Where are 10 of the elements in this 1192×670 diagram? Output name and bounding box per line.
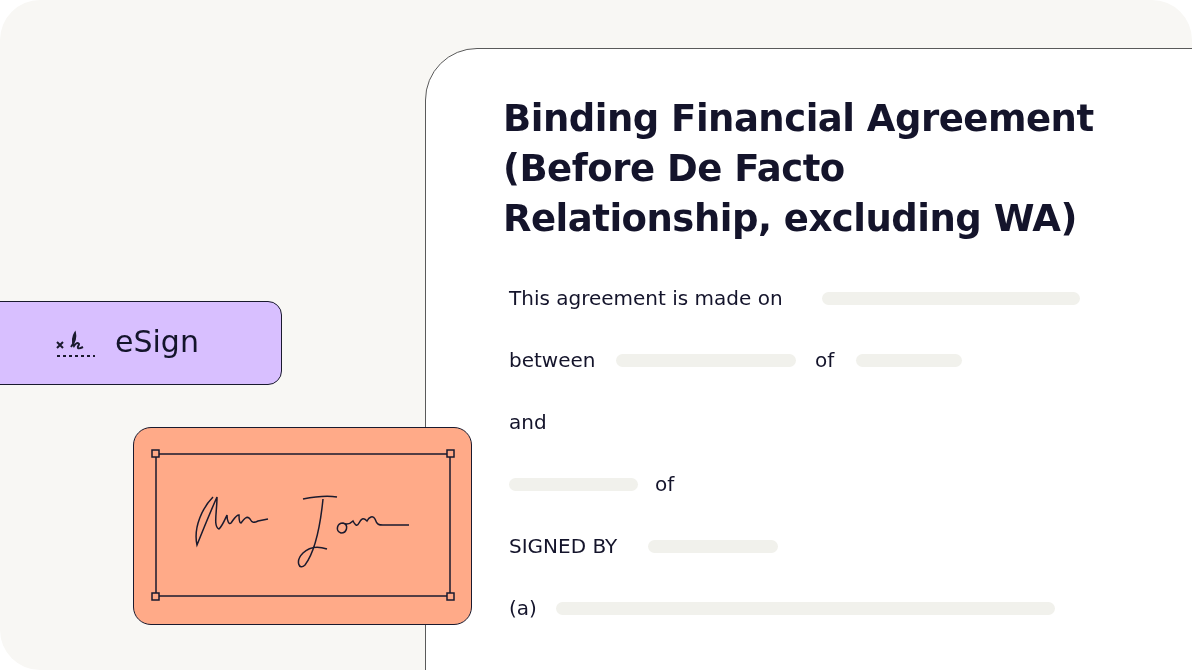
form-text: of: [655, 472, 675, 496]
form-text: between: [509, 348, 596, 372]
form-text: (a): [509, 596, 537, 620]
button-label: eSign: [115, 324, 199, 359]
document-title: Binding Financial Agreement (Before De Facto Relationship, excluding WA): [503, 96, 1095, 242]
form-text: and: [509, 410, 547, 434]
form-text: of: [815, 348, 835, 372]
form-text: SIGNED BY: [509, 534, 618, 558]
esign-button: [0, 301, 282, 385]
form-text: This agreement is made on: [509, 286, 783, 310]
